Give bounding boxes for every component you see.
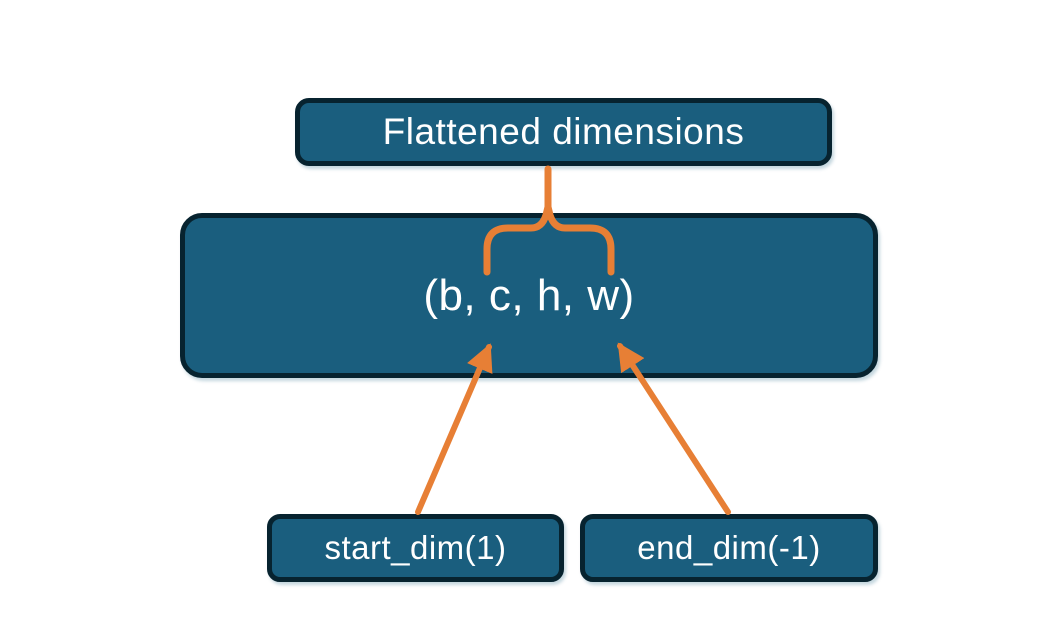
end-dim-label: end_dim(-1) (637, 529, 821, 566)
start-dim-box: start_dim(1) (267, 514, 564, 582)
flattened-dimensions-box: Flattened dimensions (295, 98, 832, 166)
start-dim-label: start_dim(1) (324, 529, 507, 566)
tensor-shape-label: (b, c, h, w) (423, 270, 635, 320)
tensor-shape-box: (b, c, h, w) (180, 213, 878, 378)
end-dim-box: end_dim(-1) (580, 514, 878, 582)
flattened-dimensions-label: Flattened dimensions (382, 111, 745, 152)
